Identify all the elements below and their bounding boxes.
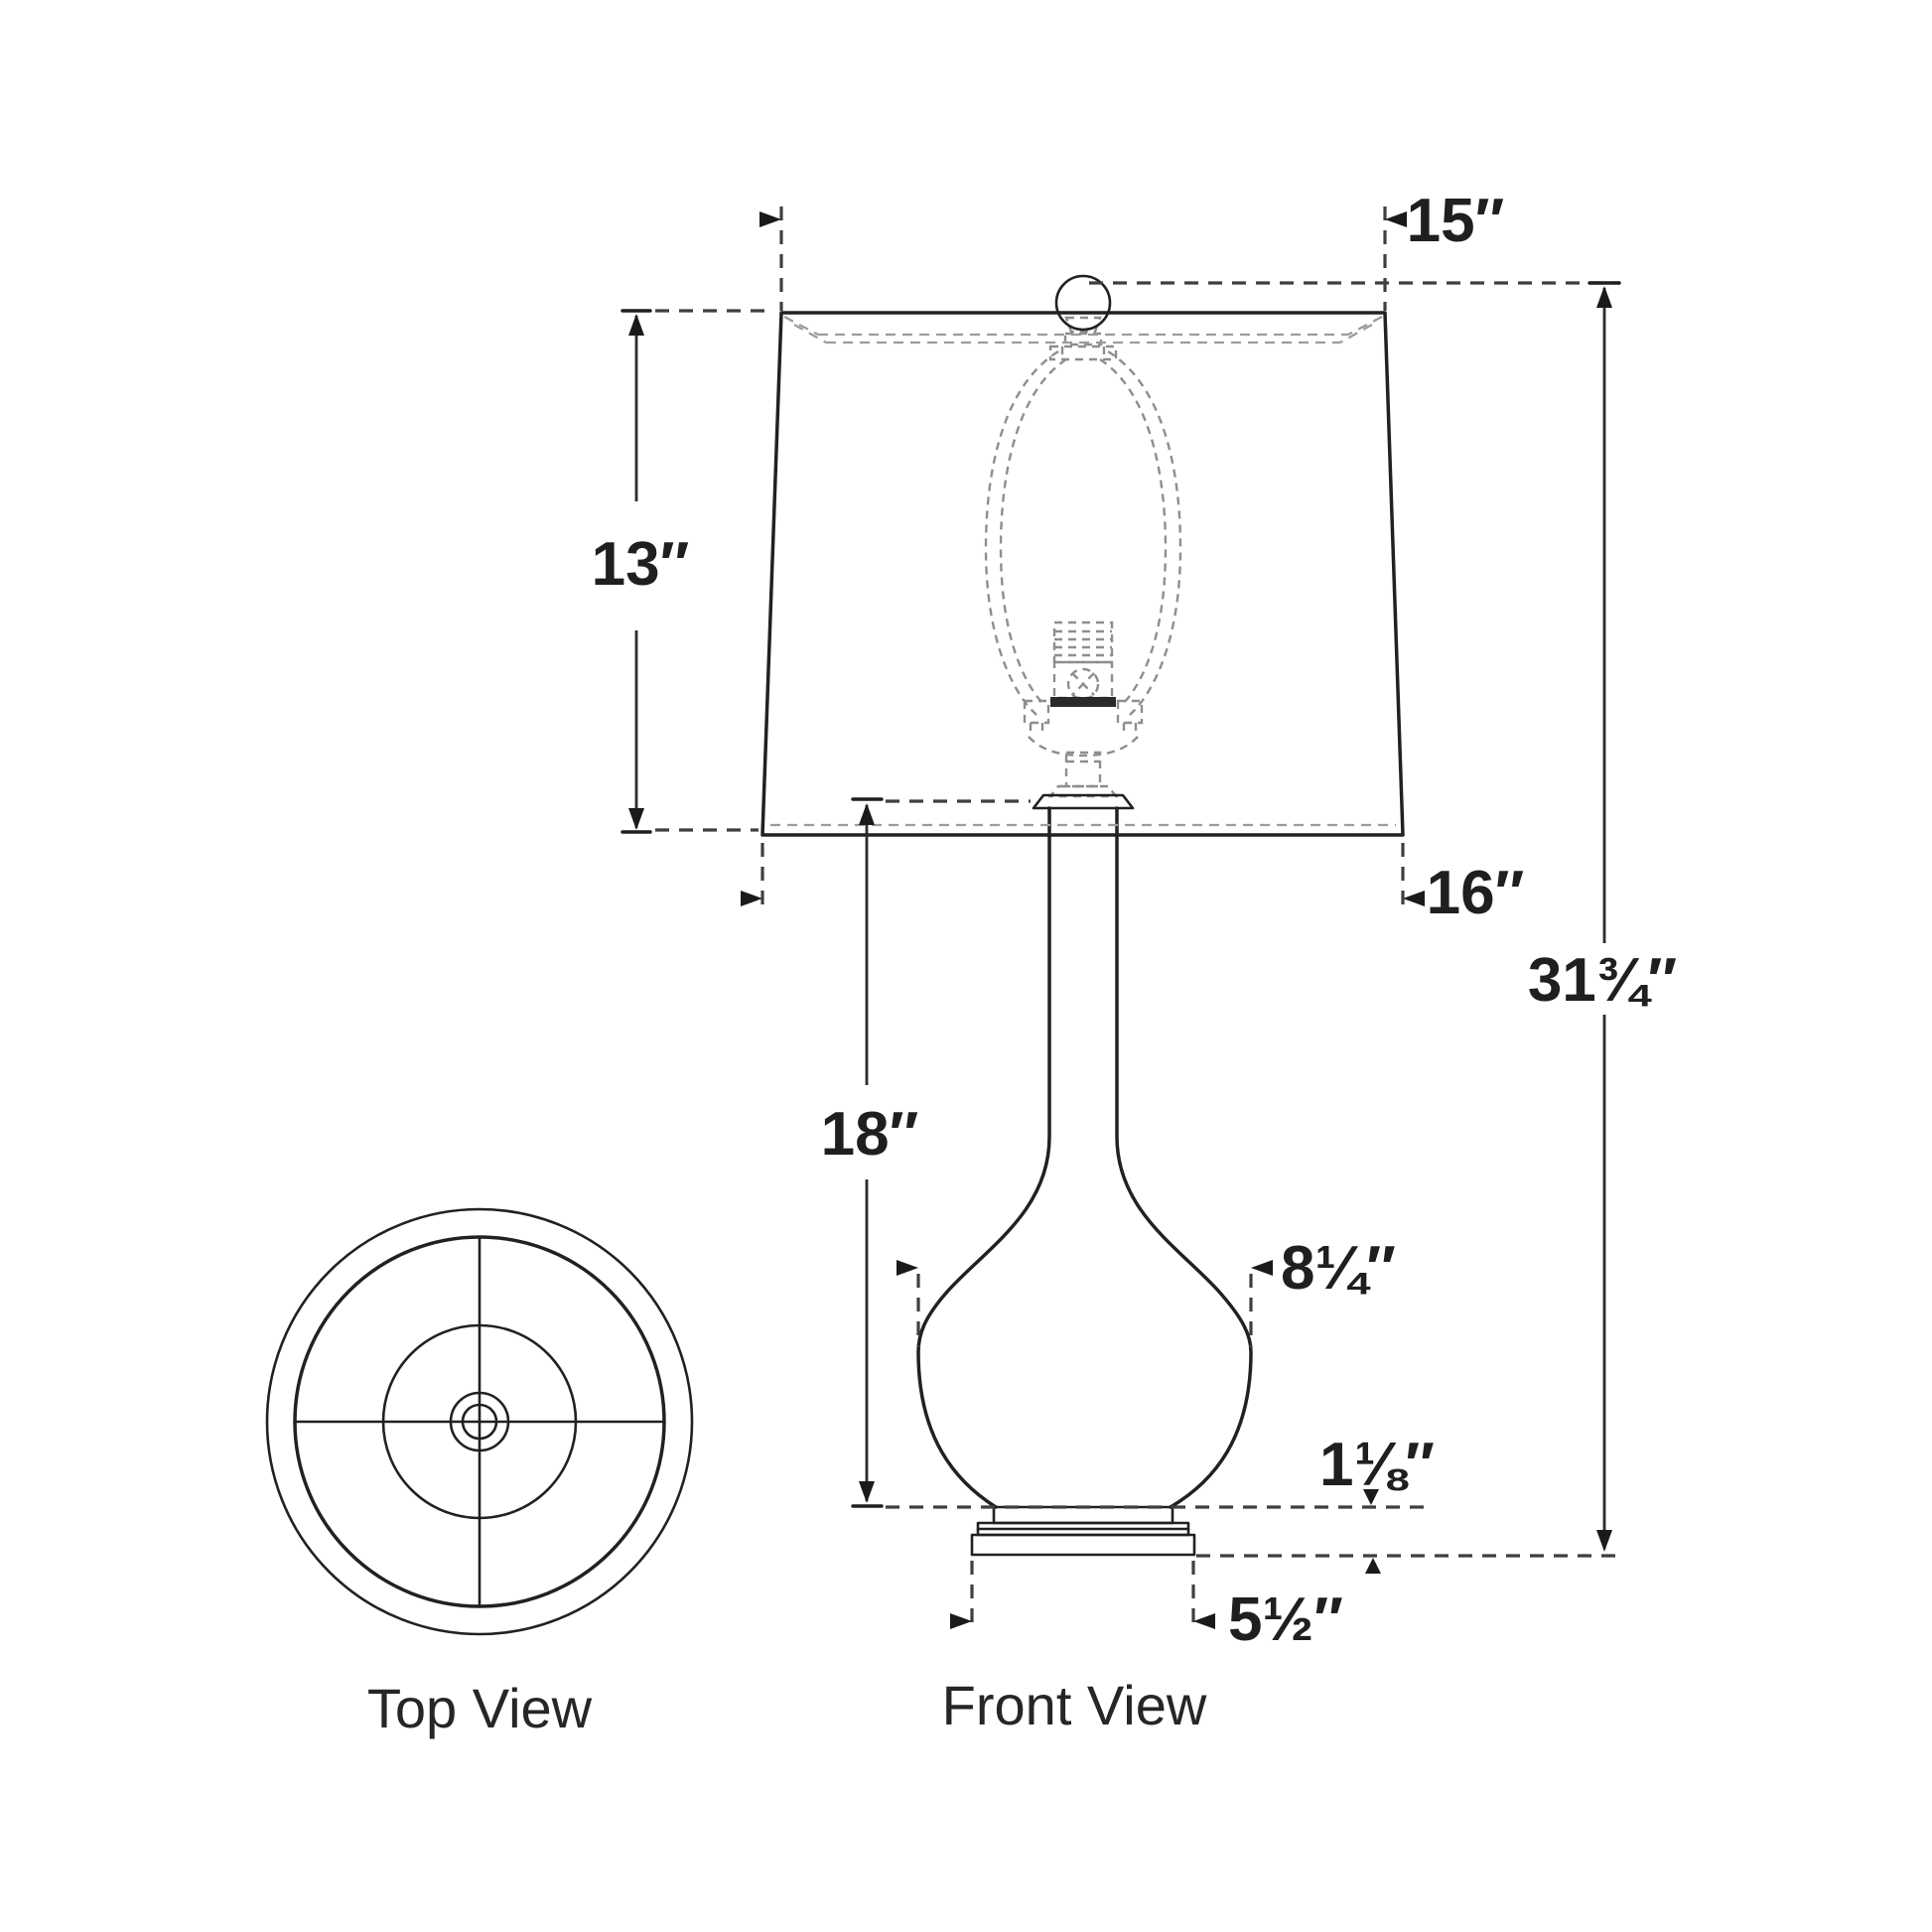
harp-outer-right xyxy=(1107,349,1182,716)
top-view-caption: Top View xyxy=(367,1677,593,1739)
harp-saddle-ticks xyxy=(1060,346,1106,359)
dim-base-height: 1⅛″ xyxy=(1196,1431,1620,1574)
top-view-drawing xyxy=(265,1207,694,1636)
dim-base-width: 5½″ xyxy=(950,1561,1343,1654)
dim-base-height-label: 1⅛″ xyxy=(1319,1431,1435,1499)
body-outline-left xyxy=(916,806,1051,1509)
dim-overall-height-label: 31¾″ xyxy=(1528,946,1677,1015)
harp-end-left xyxy=(1023,699,1050,725)
dim-overall-height: 31¾″ xyxy=(1089,281,1677,1552)
arrow-up-icon xyxy=(1365,1558,1381,1574)
dim-body-height-label: 18″ xyxy=(821,1100,919,1169)
dim-shade-top-width: 15″ xyxy=(759,187,1504,311)
dim-shade-height-label: 13″ xyxy=(592,530,690,599)
harp-inner-right xyxy=(1099,357,1168,706)
switch-knob-cross xyxy=(1071,672,1095,696)
dim-base-width-label: 5½″ xyxy=(1228,1586,1343,1654)
arrow-up-icon xyxy=(628,314,644,336)
front-view-drawing xyxy=(760,274,1405,1557)
arrow-right-icon xyxy=(759,211,781,227)
crosshair xyxy=(293,1235,666,1608)
socket-ridges xyxy=(1054,629,1112,657)
harp-end-right xyxy=(1116,699,1144,725)
arrow-left-icon xyxy=(1251,1260,1273,1276)
shade-outer-circle xyxy=(265,1207,694,1636)
harp-saddle xyxy=(1048,345,1118,361)
dim-shade-height: 13″ xyxy=(592,309,774,834)
arrow-down-icon xyxy=(1596,1530,1612,1552)
switch-knob xyxy=(1066,667,1100,701)
lamp-base xyxy=(970,1505,1196,1557)
arrow-left-icon xyxy=(1193,1613,1215,1629)
shade-top-rim-1 xyxy=(783,315,1383,337)
harp-stud xyxy=(1063,332,1103,346)
dimension-annotations: 15″ 13″ 16″ 31¾″ xyxy=(592,187,1678,1654)
dim-body-width-label: 8¼″ xyxy=(1281,1234,1396,1303)
body-outline-right xyxy=(1115,806,1253,1509)
arrow-right-icon xyxy=(741,891,762,906)
dim-body-height: 18″ xyxy=(821,797,1430,1509)
harp-and-socket xyxy=(984,316,1182,798)
socket-cup xyxy=(1028,736,1139,758)
base-plinth xyxy=(970,1533,1196,1557)
arrow-left-icon xyxy=(1403,891,1425,906)
arrow-up-icon xyxy=(1596,286,1612,308)
arrow-down-icon xyxy=(628,808,644,830)
dim-shade-top-width-label: 15″ xyxy=(1407,187,1505,255)
arrow-down-icon xyxy=(1363,1489,1379,1505)
harp-inner-left xyxy=(999,357,1067,706)
dim-body-width: 8¼″ xyxy=(897,1234,1396,1347)
arrow-right-icon xyxy=(950,1613,972,1629)
harp-end-feet xyxy=(1029,723,1138,737)
arrow-down-icon xyxy=(859,1481,875,1503)
shade-top-rim-2 xyxy=(793,323,1373,345)
arrow-left-icon xyxy=(1385,211,1407,227)
front-view-caption: Front View xyxy=(942,1674,1207,1736)
dim-shade-bottom-width-label: 16″ xyxy=(1427,859,1525,927)
shade-outline xyxy=(760,311,1405,837)
finial xyxy=(1054,274,1112,332)
base-lip xyxy=(992,1505,1174,1525)
arrow-up-icon xyxy=(859,803,875,825)
neck-cap xyxy=(1032,793,1135,810)
lamp-body xyxy=(916,793,1253,1509)
arrow-right-icon xyxy=(897,1260,918,1276)
dim-shade-bottom-width: 16″ xyxy=(741,843,1524,927)
harp-outer-left xyxy=(984,349,1059,716)
socket-band xyxy=(1050,697,1116,707)
socket-body xyxy=(1052,660,1114,700)
socket-stem xyxy=(1064,751,1102,788)
